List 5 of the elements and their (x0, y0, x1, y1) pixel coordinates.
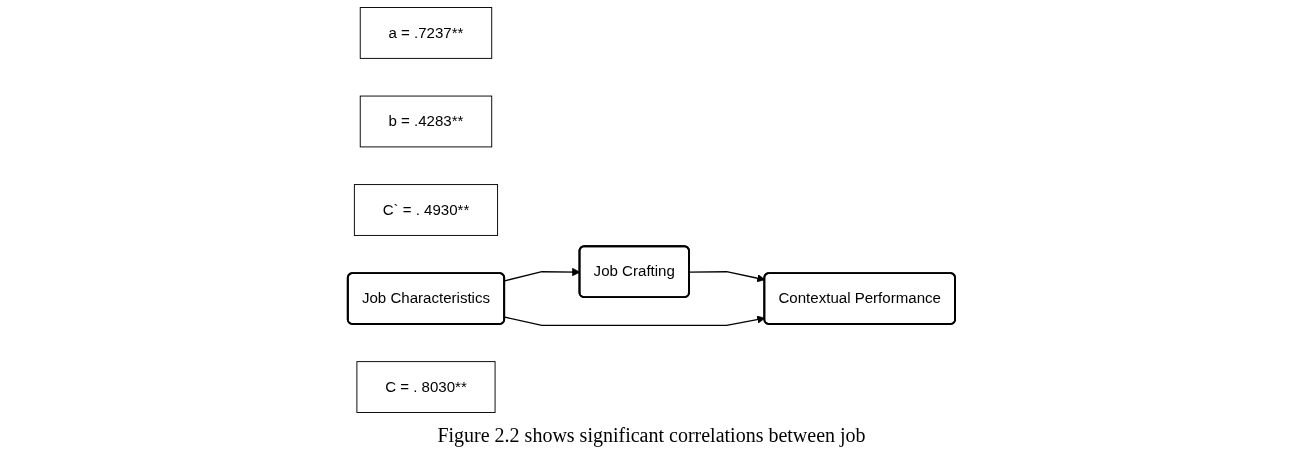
node-box: C = . 8030** (356, 361, 496, 413)
caption: Figure 2.2 shows significant correlations between job (436, 424, 867, 447)
node-box: b = .4283** (359, 95, 493, 148)
node-box: a = .7237** (359, 7, 493, 59)
node-box: C` = . 4930** (354, 184, 499, 236)
